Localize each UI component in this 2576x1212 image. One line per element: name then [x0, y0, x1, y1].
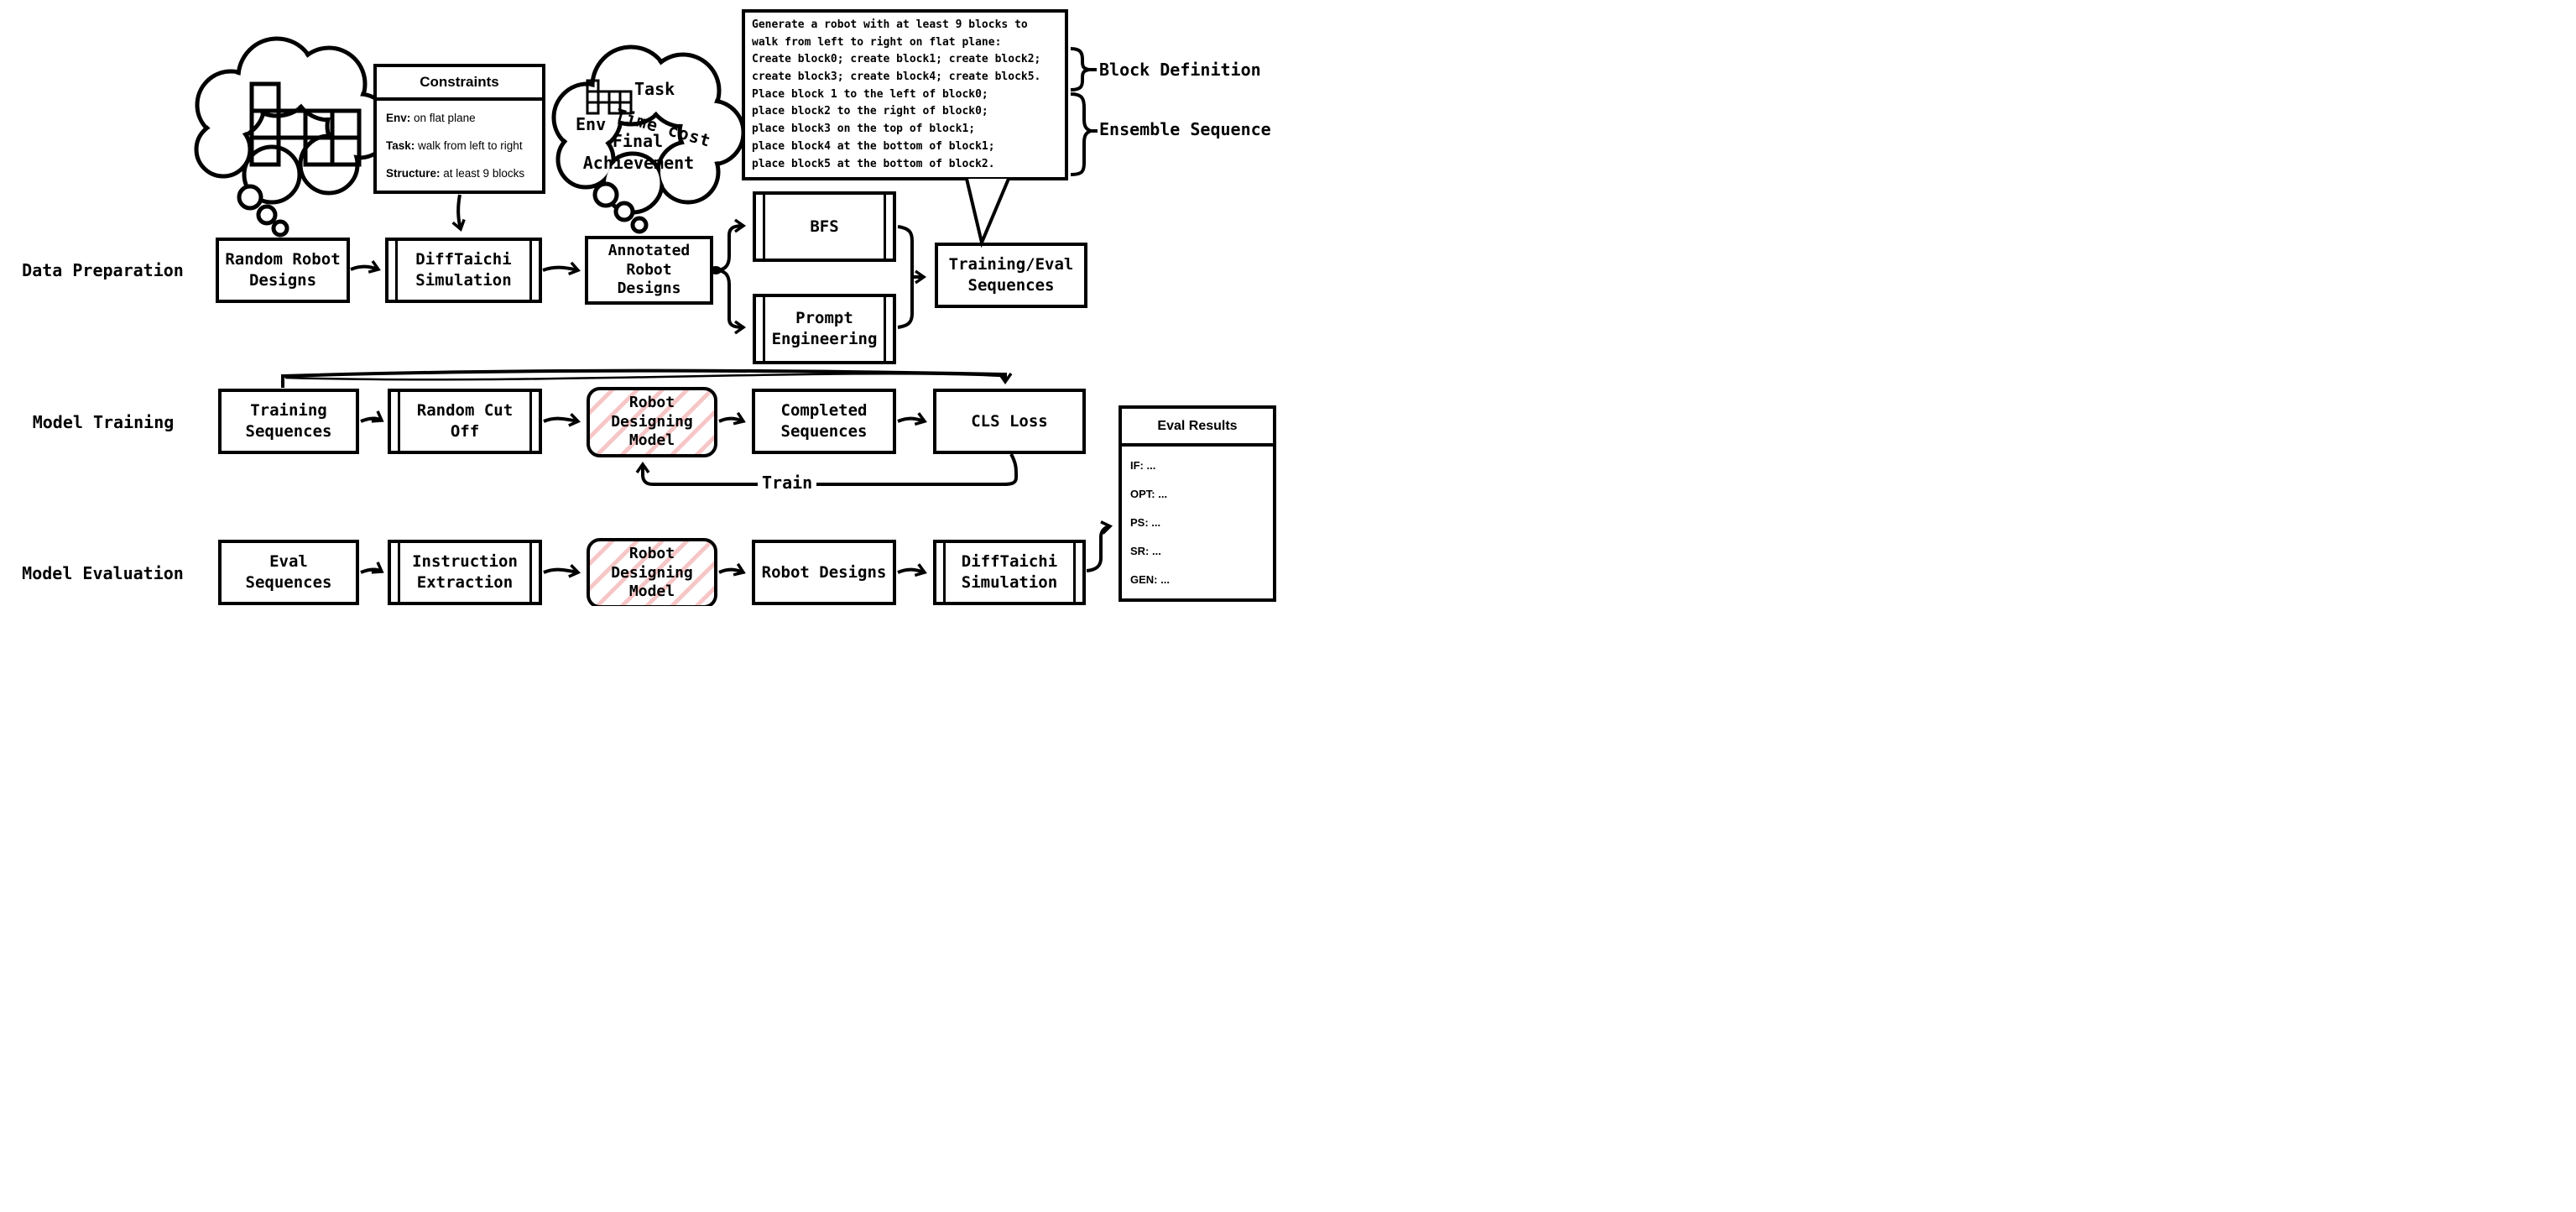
- box-robot-designing-model-eval: Robot Designing Model: [587, 538, 717, 606]
- box-completed-sequences: Completed Sequences: [752, 389, 896, 454]
- row-label-model-training: Model Training: [32, 412, 175, 432]
- connector-eseq-ie: [360, 562, 384, 574]
- box-training-eval-sequences: Training/Eval Sequences: [935, 243, 1087, 308]
- box-difftaichi-simulation-eval: DiffTaichi Simulation: [933, 540, 1086, 605]
- cloud-word-achievement: Achievement: [582, 153, 695, 173]
- connector-completed-cls: [897, 412, 927, 426]
- eval-metric-gen: GEN: ...: [1130, 572, 1170, 586]
- connector-difftaichi-annotated: [542, 261, 581, 276]
- constraint-structure: Structure: at least 9 blocks: [386, 167, 525, 180]
- prompt-line: Create block0; create block1; create blo…: [752, 53, 1041, 66]
- thought-cloud-left: [194, 36, 394, 238]
- connector-rco-rdm: [543, 413, 581, 427]
- brace-block-definition: [1070, 47, 1097, 91]
- constraint-env: Env: on flat plane: [386, 112, 476, 124]
- box-random-cut-off: Random Cut Off: [388, 389, 542, 454]
- label-ensemble-sequence: Ensemble Sequence: [1099, 119, 1271, 139]
- constraints-box: Constraints Env: on flat plane Task: wal…: [373, 64, 545, 194]
- box-prompt-engineering: Prompt Engineering: [753, 294, 896, 364]
- connector-train-feedback: [635, 453, 1018, 486]
- robot-blocks-icon: [249, 81, 362, 167]
- constraints-title: Constraints: [377, 67, 542, 101]
- cloud-word-task: Task: [634, 79, 675, 99]
- box-random-robot-designs: Random Robot Designs: [216, 238, 350, 303]
- box-annotated-robot-designs: Annotated Robot Designs: [585, 236, 713, 305]
- connector-ie-rdm: [543, 564, 581, 578]
- prompt-line: place block4 at the bottom of block1;: [752, 139, 995, 153]
- connector-rrd-difftaichi: [350, 260, 381, 274]
- eval-results-title: Eval Results: [1122, 409, 1273, 447]
- prompt-line: place block3 on the top of block1;: [752, 123, 976, 136]
- label-block-definition: Block Definition: [1099, 60, 1261, 80]
- connector-annotated-bfs: [715, 218, 747, 272]
- train-feedback-label: Train: [758, 473, 817, 493]
- box-robot-designing-model-train: Robot Designing Model: [587, 387, 717, 457]
- connector-training-seq-cls-loss-stroke2: [284, 372, 1004, 381]
- pipeline-diagram: Task Env Time cost Final Achievement Con…: [0, 0, 1288, 606]
- box-training-sequences: Training Sequences: [218, 389, 359, 454]
- prompt-line: walk from left to right on flat plane:: [752, 35, 1002, 49]
- row-label-model-evaluation: Model Evaluation: [22, 563, 184, 583]
- prompt-line: Place block 1 to the left of block0;: [752, 87, 988, 101]
- connector-tseq-rco: [360, 410, 384, 423]
- prompt-line: Generate a robot with at least 9 blocks …: [752, 18, 1028, 31]
- prompt-line: place block2 to the right of block0;: [752, 105, 988, 118]
- prompt-line: place block5 at the bottom of block2.: [752, 157, 995, 170]
- connector-difftaichi-eval-results: [1086, 520, 1113, 572]
- connector-annotated-prompt-eng: [715, 269, 747, 335]
- connector-training-seq-cls-loss: [281, 368, 1013, 388]
- eval-metric-sr: SR: ...: [1130, 544, 1161, 557]
- cloud-word-final: Final: [612, 131, 664, 151]
- eval-metric-ps: PS: ...: [1130, 515, 1161, 529]
- box-robot-designs: Robot Designs: [752, 540, 896, 605]
- brace-ensemble-sequence: [1070, 92, 1098, 176]
- connector-rdm-completed: [718, 411, 746, 426]
- box-eval-sequences: Eval Sequences: [218, 540, 359, 605]
- connector-constraints-difftaichi: [451, 194, 466, 232]
- box-bfs: BFS: [753, 191, 896, 262]
- constraint-task: Task: walk from left to right: [386, 139, 523, 152]
- generated-prompt-box: Generate a robot with at least 9 blocks …: [742, 9, 1068, 180]
- thought-bubbles-right: [592, 181, 649, 234]
- eval-metric-if: IF: ...: [1130, 459, 1156, 473]
- connector-bfs-pe-merge: [897, 225, 914, 329]
- speech-tail: [965, 178, 1010, 248]
- prompt-line: create block3; create block4; create blo…: [752, 71, 1041, 84]
- thought-bubbles-left: [237, 184, 289, 238]
- eval-metric-opt: OPT: ...: [1130, 488, 1168, 501]
- box-instruction-extraction: Instruction Extraction: [388, 540, 542, 605]
- eval-results-box: Eval Results IF: ... OPT: ... PS: ... SR…: [1119, 405, 1276, 602]
- connector-designs-difftaichi: [897, 563, 927, 577]
- connector-rdm-designs: [718, 562, 746, 577]
- row-label-data-preparation: Data Preparation: [22, 260, 184, 280]
- box-difftaichi-simulation: DiffTaichi Simulation: [385, 238, 542, 303]
- box-cls-loss: CLS Loss: [933, 389, 1086, 454]
